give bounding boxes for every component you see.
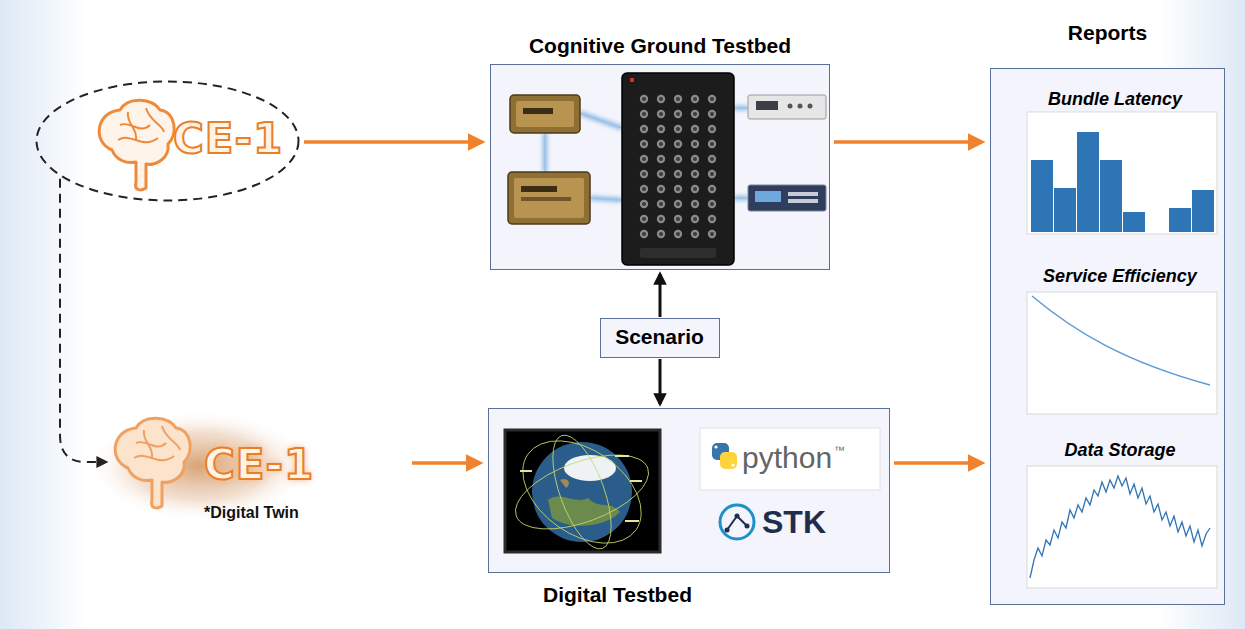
dashed-ellipse: CE-1	[35, 80, 300, 202]
panel-fill	[600, 318, 720, 358]
panel-fill	[488, 408, 890, 573]
testbed-panel: Cognitive Ground Testbed	[490, 64, 830, 270]
chart-title: Data Storage	[1064, 440, 1175, 461]
radio-module	[510, 95, 580, 133]
trademark: ™	[834, 444, 845, 457]
line-chart	[1027, 292, 1217, 414]
panel-title: Digital Testbed	[543, 583, 692, 607]
bar-chart	[1027, 112, 1217, 234]
logo-text: CE-1	[173, 118, 283, 160]
python-logo	[700, 428, 880, 490]
panel-fill	[490, 64, 830, 270]
panel-fill	[990, 68, 1225, 605]
chart-title: Bundle Latency	[1048, 89, 1182, 110]
ellipse-outline	[37, 82, 299, 201]
flow-arrow	[834, 140, 982, 144]
brain-logo	[115, 418, 190, 508]
rack-unit	[748, 95, 826, 119]
panel-title: Reports	[991, 21, 1224, 45]
box-label: Scenario	[615, 325, 704, 349]
flow-arrow	[659, 274, 662, 317]
brain-logo	[99, 100, 174, 190]
stk-icon	[720, 505, 754, 539]
flow-arrow	[659, 359, 662, 404]
radio-module	[508, 172, 590, 224]
testbed-panel: Digital Testbed	[488, 408, 890, 573]
flow-arrow	[894, 461, 982, 465]
flow-arrow	[412, 461, 480, 465]
logo-text: CE-1	[204, 444, 314, 486]
line-chart	[1027, 466, 1217, 588]
logo-text: python	[742, 441, 832, 476]
chart-title: Service Efficiency	[1043, 266, 1197, 287]
rack-unit	[748, 185, 826, 211]
caption-text: *Digital Twin	[204, 504, 299, 522]
scenario-box: Scenario	[600, 318, 720, 358]
switch-rack	[622, 73, 734, 265]
logo-text: STK	[762, 504, 826, 541]
globe-image	[504, 420, 660, 565]
reports-panel: Reports	[990, 68, 1225, 605]
flow-arrow	[304, 140, 482, 144]
panel-title: Cognitive Ground Testbed	[491, 34, 829, 58]
twin-logo: CE-1 *Digital Twin	[108, 420, 408, 530]
dashed-arrow	[60, 179, 106, 462]
